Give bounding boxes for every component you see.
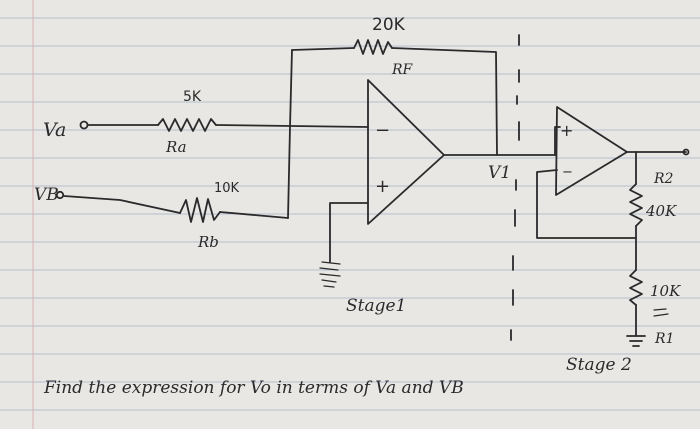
ra-to-inverting-wire [215,124,369,128]
r2-name-label: R2 [653,171,674,187]
stage2-input-wire [554,126,561,156]
rf-resistor [353,39,393,55]
rb-right-wire [219,211,289,219]
r2-resistor [629,183,643,227]
opamp2-feedback-wire [536,169,636,239]
r1-resistor [629,269,643,306]
ra-value-label: 5K [183,89,202,105]
va-label: Va [43,119,66,141]
rb-resistor [179,197,221,223]
opamp2-plus: + [560,121,573,140]
vo-terminal [682,148,690,156]
rf-value-label: 20K [372,15,406,35]
ground-scribble [319,261,341,288]
stage-divider [510,34,520,341]
opamp2-minus: − [562,165,573,180]
r2-value-label: 40K [645,202,677,220]
rf-name-label: RF [391,62,414,78]
stage2-label: Stage 2 [566,355,632,375]
rb-value-label: 10K [214,181,240,196]
opamp1-minus: − [375,120,390,141]
ground-symbol [626,335,646,347]
v1-label: V1 [488,163,511,183]
scribble-mark [653,308,669,317]
ruled-lines [0,17,700,411]
rb-name-label: Rb [197,233,219,251]
vb-label: VB [34,185,59,205]
rf-left-wire [291,47,355,51]
stage1-label: Stage1 [346,296,406,316]
vb-wire [63,195,181,214]
rf-right-wire [391,47,498,156]
vb-terminal [55,190,65,200]
ra-name-label: Ra [165,138,187,156]
r1-value-label: 10K [650,282,681,300]
opamp2-triangle [555,106,628,196]
opamp1-ground-wire [329,202,369,263]
summing-node-wire [287,49,293,219]
question-text: Find the expression for Vo in terms of V… [43,378,464,398]
va-terminal [79,120,89,130]
ra-resistor [157,118,217,132]
opamp1-triangle [367,79,445,225]
opamp1-plus: + [375,176,390,197]
r1-name-label: R1 [654,331,674,347]
